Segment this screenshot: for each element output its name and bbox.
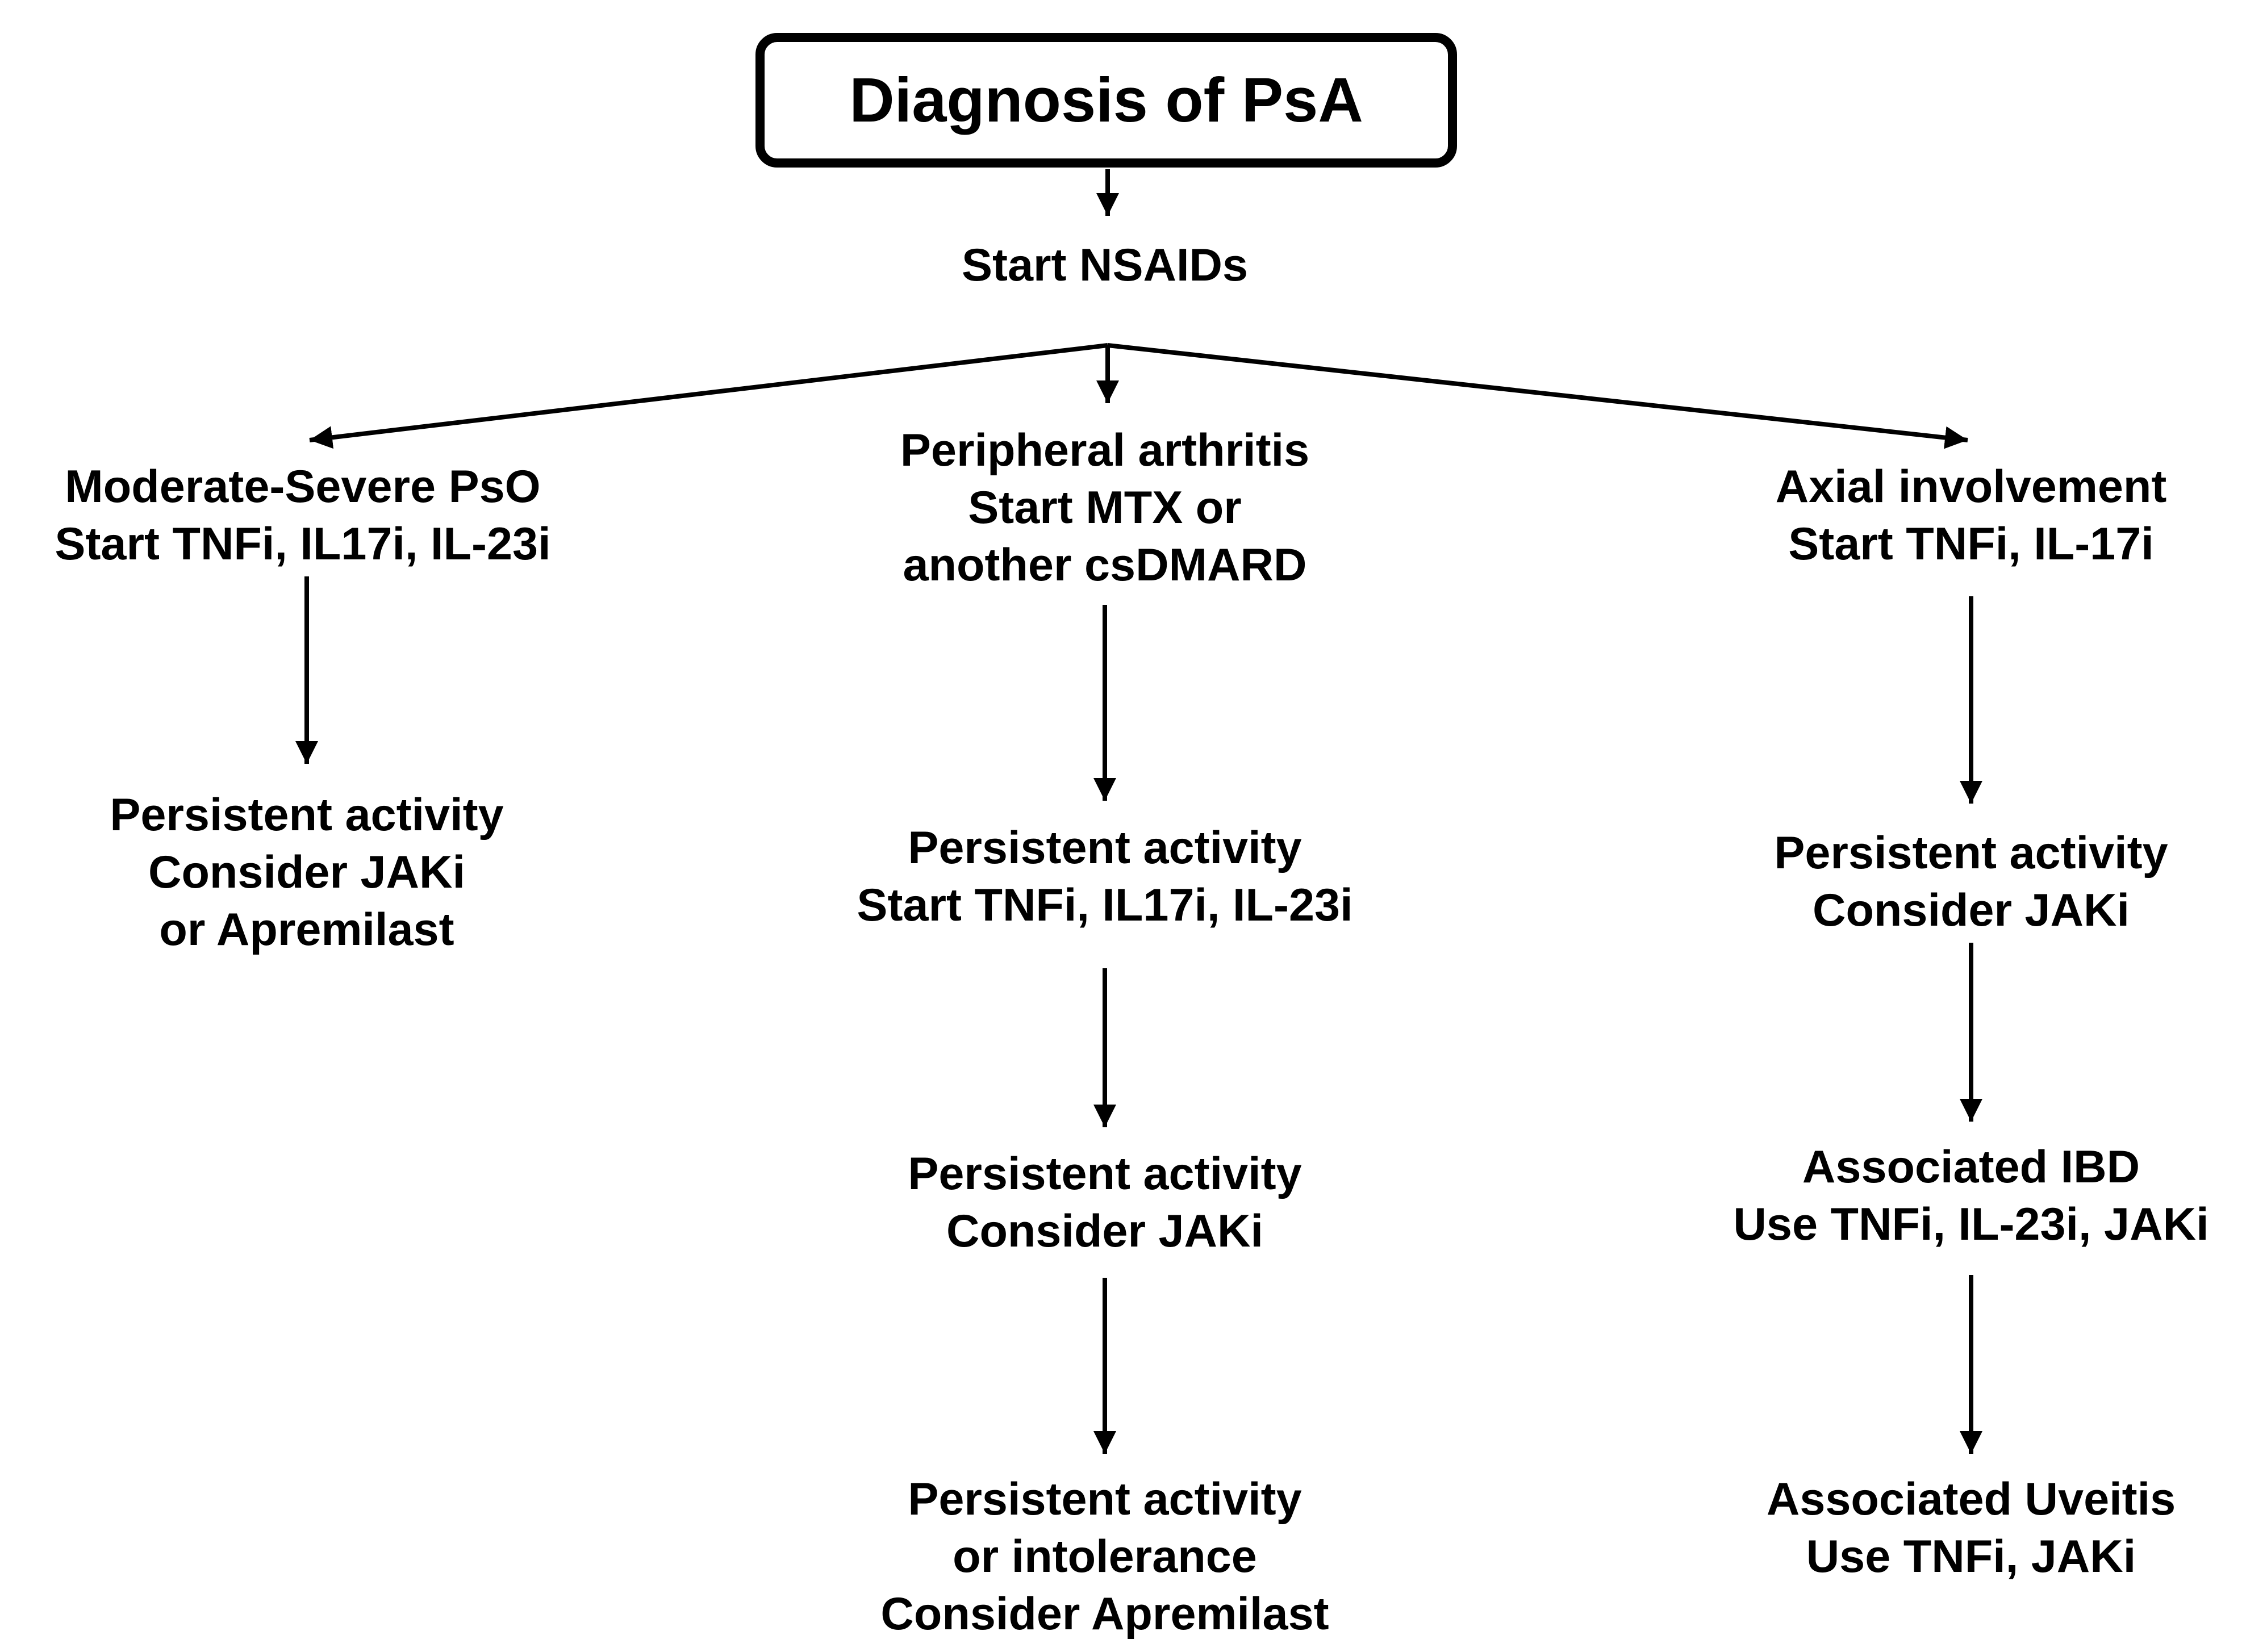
node-line: Peripheral arthritis	[900, 425, 1310, 476]
node-line: Consider Apremilast	[880, 1588, 1329, 1640]
left-persistent-activity-node: Persistent activity Consider JAKi or Apr…	[110, 787, 503, 959]
node-line: Moderate-Severe PsO	[65, 461, 541, 512]
node-line: Persistent activity	[908, 822, 1302, 873]
start-nsaids-node: Start NSAIDs	[962, 237, 1248, 294]
node-line: Persistent activity	[110, 789, 504, 840]
right-persistent-activity-node: Persistent activity Consider JAKi	[1774, 825, 2168, 939]
node-line: or Apremilast	[159, 904, 454, 955]
node-line: Persistent activity	[908, 1148, 1302, 1199]
moderate-severe-pso-node: Moderate-Severe PsO Start TNFi, IL17i, I…	[55, 458, 550, 573]
associated-uveitis-node: Associated Uveitis Use TNFi, JAKi	[1767, 1471, 2176, 1586]
associated-ibd-node: Associated IBD Use TNFi, IL-23i, JAKi	[1733, 1139, 2209, 1253]
node-line: Axial involvement	[1775, 461, 2167, 512]
axial-involvement-node: Axial involvement Start TNFi, IL-17i	[1776, 458, 2167, 573]
center-persistent-activity-jaki-node: Persistent activity Consider JAKi	[908, 1145, 1301, 1260]
node-line: or intolerance	[953, 1531, 1257, 1582]
start-nsaids-text: Start NSAIDs	[961, 240, 1249, 291]
arrow-branch-left	[309, 343, 1108, 449]
node-line: Use TNFi, IL-23i, JAKi	[1733, 1199, 2209, 1250]
peripheral-arthritis-node: Peripheral arthritis Start MTX or anothe…	[900, 422, 1309, 594]
node-line: Associated IBD	[1802, 1141, 2140, 1193]
title-box: Diagnosis of PsA	[755, 33, 1457, 168]
node-line: Consider JAKi	[148, 847, 466, 898]
node-line: another csDMARD	[903, 539, 1307, 591]
node-line: Consider JAKi	[946, 1206, 1264, 1257]
node-line: Start TNFi, IL17i, IL-23i	[55, 518, 551, 570]
node-line: Use TNFi, JAKi	[1806, 1531, 2136, 1582]
node-line: Start MTX or	[968, 482, 1242, 533]
node-line: Persistent activity	[908, 1474, 1302, 1525]
node-line: Start TNFi, IL17i, IL-23i	[857, 880, 1353, 931]
diagram-title: Diagnosis of PsA	[849, 65, 1363, 135]
node-line: Start TNFi, IL-17i	[1788, 518, 2154, 570]
node-line: Consider JAKi	[1812, 885, 2130, 936]
center-persistent-activity-start-node: Persistent activity Start TNFi, IL17i, I…	[857, 819, 1352, 934]
center-persistent-intolerance-node: Persistent activity or intolerance Consi…	[880, 1471, 1329, 1643]
arrow-branch-right	[1107, 343, 1968, 449]
node-line: Associated Uveitis	[1766, 1474, 2176, 1525]
node-line: Persistent activity	[1774, 827, 2168, 879]
